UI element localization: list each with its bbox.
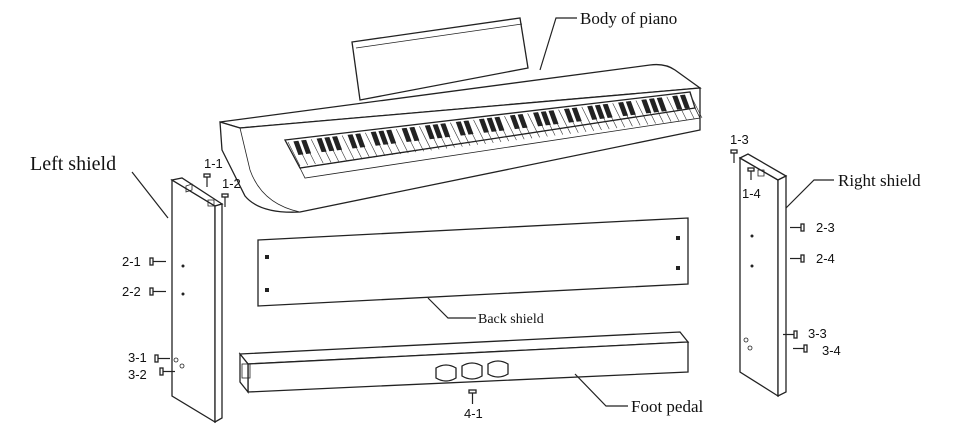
screw-2-3-icon	[790, 223, 805, 232]
left-shield-face	[171, 178, 216, 424]
screw-4-1-icon	[468, 389, 477, 404]
screw-label-3-3: 3-3	[808, 326, 827, 341]
screw-label-3-1: 3-1	[128, 350, 147, 365]
screw-1-2-icon	[221, 193, 229, 207]
back-shield-panel	[257, 217, 689, 307]
screw-icons	[149, 149, 808, 404]
right-shield-panel	[738, 153, 788, 398]
screw-2-4-icon	[790, 254, 805, 263]
screw-labels: 1-1 1-2 2-1 2-2 3-1 3-2 1-3 1-4 2-3 2-4 …	[122, 132, 841, 421]
label-back-shield: Back shield	[478, 312, 544, 327]
screw-1-3-icon	[730, 149, 738, 163]
screw-label-2-4: 2-4	[816, 251, 835, 266]
screw-label-3-4: 3-4	[822, 343, 841, 358]
screw-1-4-icon	[747, 167, 755, 180]
label-foot-pedal: Foot pedal	[631, 397, 704, 416]
screw-label-2-2: 2-2	[122, 284, 141, 299]
leader-left-shield	[131, 171, 169, 219]
leader-foot-pedal	[574, 373, 628, 407]
screw-3-2-icon	[159, 367, 175, 376]
label-body-of-piano: Body of piano	[580, 9, 677, 28]
leader-lines	[131, 17, 834, 407]
screw-label-2-1: 2-1	[122, 254, 141, 269]
leader-body-of-piano	[539, 17, 577, 71]
screw-label-4-1: 4-1	[464, 406, 483, 421]
piano-top-surface	[219, 63, 702, 129]
left-shield-panel	[170, 177, 224, 424]
screw-label-1-2: 1-2	[222, 176, 241, 191]
pedal-middle	[461, 362, 483, 380]
leader-right-shield	[785, 179, 834, 209]
pedal-left	[435, 364, 457, 382]
back-shield-face	[257, 217, 689, 307]
screw-3-3-icon	[783, 330, 798, 339]
label-right-shield: Right shield	[838, 171, 921, 190]
part-labels: Body of piano Left shield Right shield B…	[30, 9, 921, 416]
piano-keys	[287, 93, 703, 167]
screw-label-1-4: 1-4	[742, 186, 761, 201]
screw-label-1-1: 1-1	[204, 156, 223, 171]
piano-body	[219, 17, 703, 213]
screw-label-3-2: 3-2	[128, 367, 147, 382]
music-rest	[351, 17, 529, 101]
screw-label-2-3: 2-3	[816, 220, 835, 235]
screw-1-1-icon	[203, 173, 211, 187]
screw-2-2-icon	[149, 287, 166, 296]
foot-pedal-assembly	[238, 331, 690, 394]
leader-back-shield	[427, 297, 476, 319]
screw-label-1-3: 1-3	[730, 132, 749, 147]
screw-3-4-icon	[793, 344, 808, 353]
pedal-right	[487, 360, 509, 378]
label-left-shield: Left shield	[30, 153, 116, 175]
screw-2-1-icon	[149, 257, 166, 266]
screw-3-1-icon	[154, 354, 170, 363]
